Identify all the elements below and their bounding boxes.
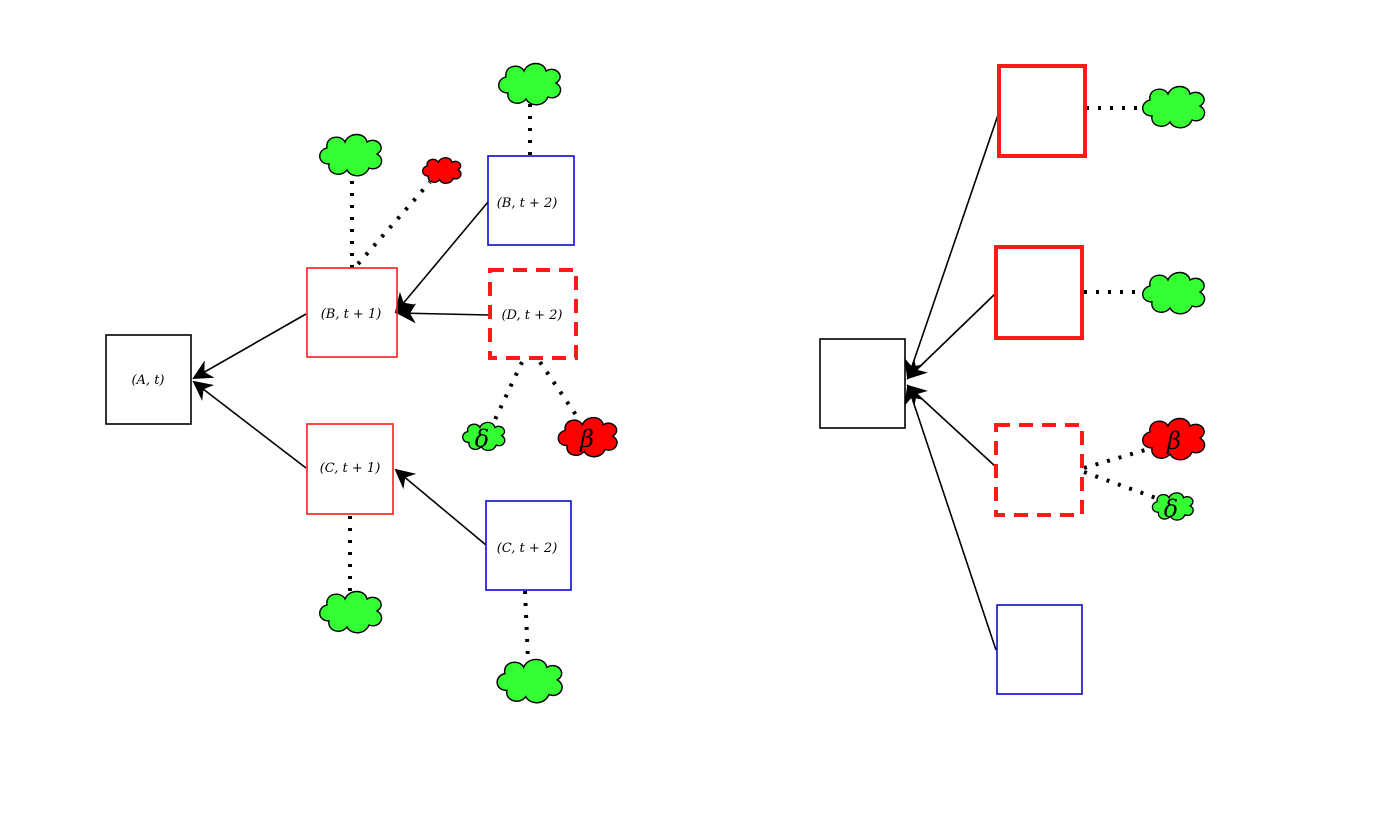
arrow-second-to-root — [906, 292, 997, 380]
green-cloud-icon — [496, 658, 563, 704]
arrow-bt1-to-at — [192, 313, 307, 379]
arrow-ct1-to-at — [192, 380, 307, 469]
dotted-link-ct2-cloud — [523, 590, 530, 661]
arrow-top-to-root — [904, 111, 1000, 380]
node-label: (D, t + 2) — [501, 308, 562, 323]
node-b-t2: (B, t + 2) — [487, 155, 575, 246]
right-beta-cloud: β — [1142, 417, 1206, 461]
root-node-box — [819, 338, 906, 429]
left-dotted-links — [348, 104, 580, 661]
delta-cloud: δ — [462, 421, 506, 453]
node-c-t2: (C, t + 2) — [485, 500, 572, 591]
dotted-link-dashed-beta — [1083, 446, 1153, 470]
red-node-box-second — [994, 245, 1084, 340]
green-cloud-icon — [1142, 271, 1206, 315]
dotted-link-dt2-delta — [490, 361, 524, 427]
red-cloud-icon — [421, 156, 462, 184]
red-node-box-dashed — [994, 423, 1084, 517]
right-dotted-links — [1083, 106, 1157, 500]
node-box — [105, 334, 192, 425]
node-a-t: (A, t) — [105, 334, 192, 425]
beta-symbol: β — [1166, 427, 1181, 455]
blue-node-box — [996, 604, 1083, 695]
dotted-link-dt2-beta — [538, 360, 580, 420]
dotted-link-dashed-delta — [1083, 470, 1157, 500]
green-cloud-icon — [319, 590, 383, 634]
delta-symbol: δ — [475, 425, 489, 453]
beta-symbol: β — [579, 425, 594, 453]
node-label: (C, t + 2) — [497, 541, 558, 556]
left-arrows — [192, 201, 490, 546]
arrow-bt2-to-bt1 — [394, 201, 489, 314]
arrow-ct2-to-ct1 — [394, 468, 487, 546]
node-box — [306, 423, 394, 515]
node-box-dashed — [488, 268, 578, 360]
node-box — [306, 267, 398, 358]
node-label: (A, t) — [131, 373, 164, 388]
node-label: (C, t + 1) — [320, 461, 381, 476]
node-box — [487, 155, 575, 246]
right-diagram: β δ — [819, 64, 1206, 695]
node-label: (B, t + 2) — [497, 196, 558, 211]
delta-symbol: δ — [1164, 495, 1178, 523]
red-node-box-top — [997, 64, 1087, 158]
node-d-t2: (D, t + 2) — [488, 268, 578, 360]
green-cloud-icon — [1142, 85, 1206, 129]
left-diagram: (A, t) (B, t + 1) (C, t + 1) (B, t + 2) … — [105, 62, 618, 704]
node-b-t1: (B, t + 1) — [306, 267, 398, 358]
node-c-t1: (C, t + 1) — [306, 423, 394, 515]
node-box — [485, 500, 572, 591]
right-delta-cloud: δ — [1151, 492, 1194, 523]
beta-cloud: β — [557, 416, 618, 458]
right-arrows — [904, 111, 1000, 651]
node-label: (B, t + 1) — [321, 307, 382, 322]
green-cloud-icon — [498, 62, 562, 106]
arrow-dt2-to-bt1 — [396, 303, 490, 324]
dotted-link-bt1-redcloud — [356, 180, 432, 266]
arrow-bottom-to-root — [904, 384, 997, 651]
green-cloud-icon — [319, 133, 383, 177]
